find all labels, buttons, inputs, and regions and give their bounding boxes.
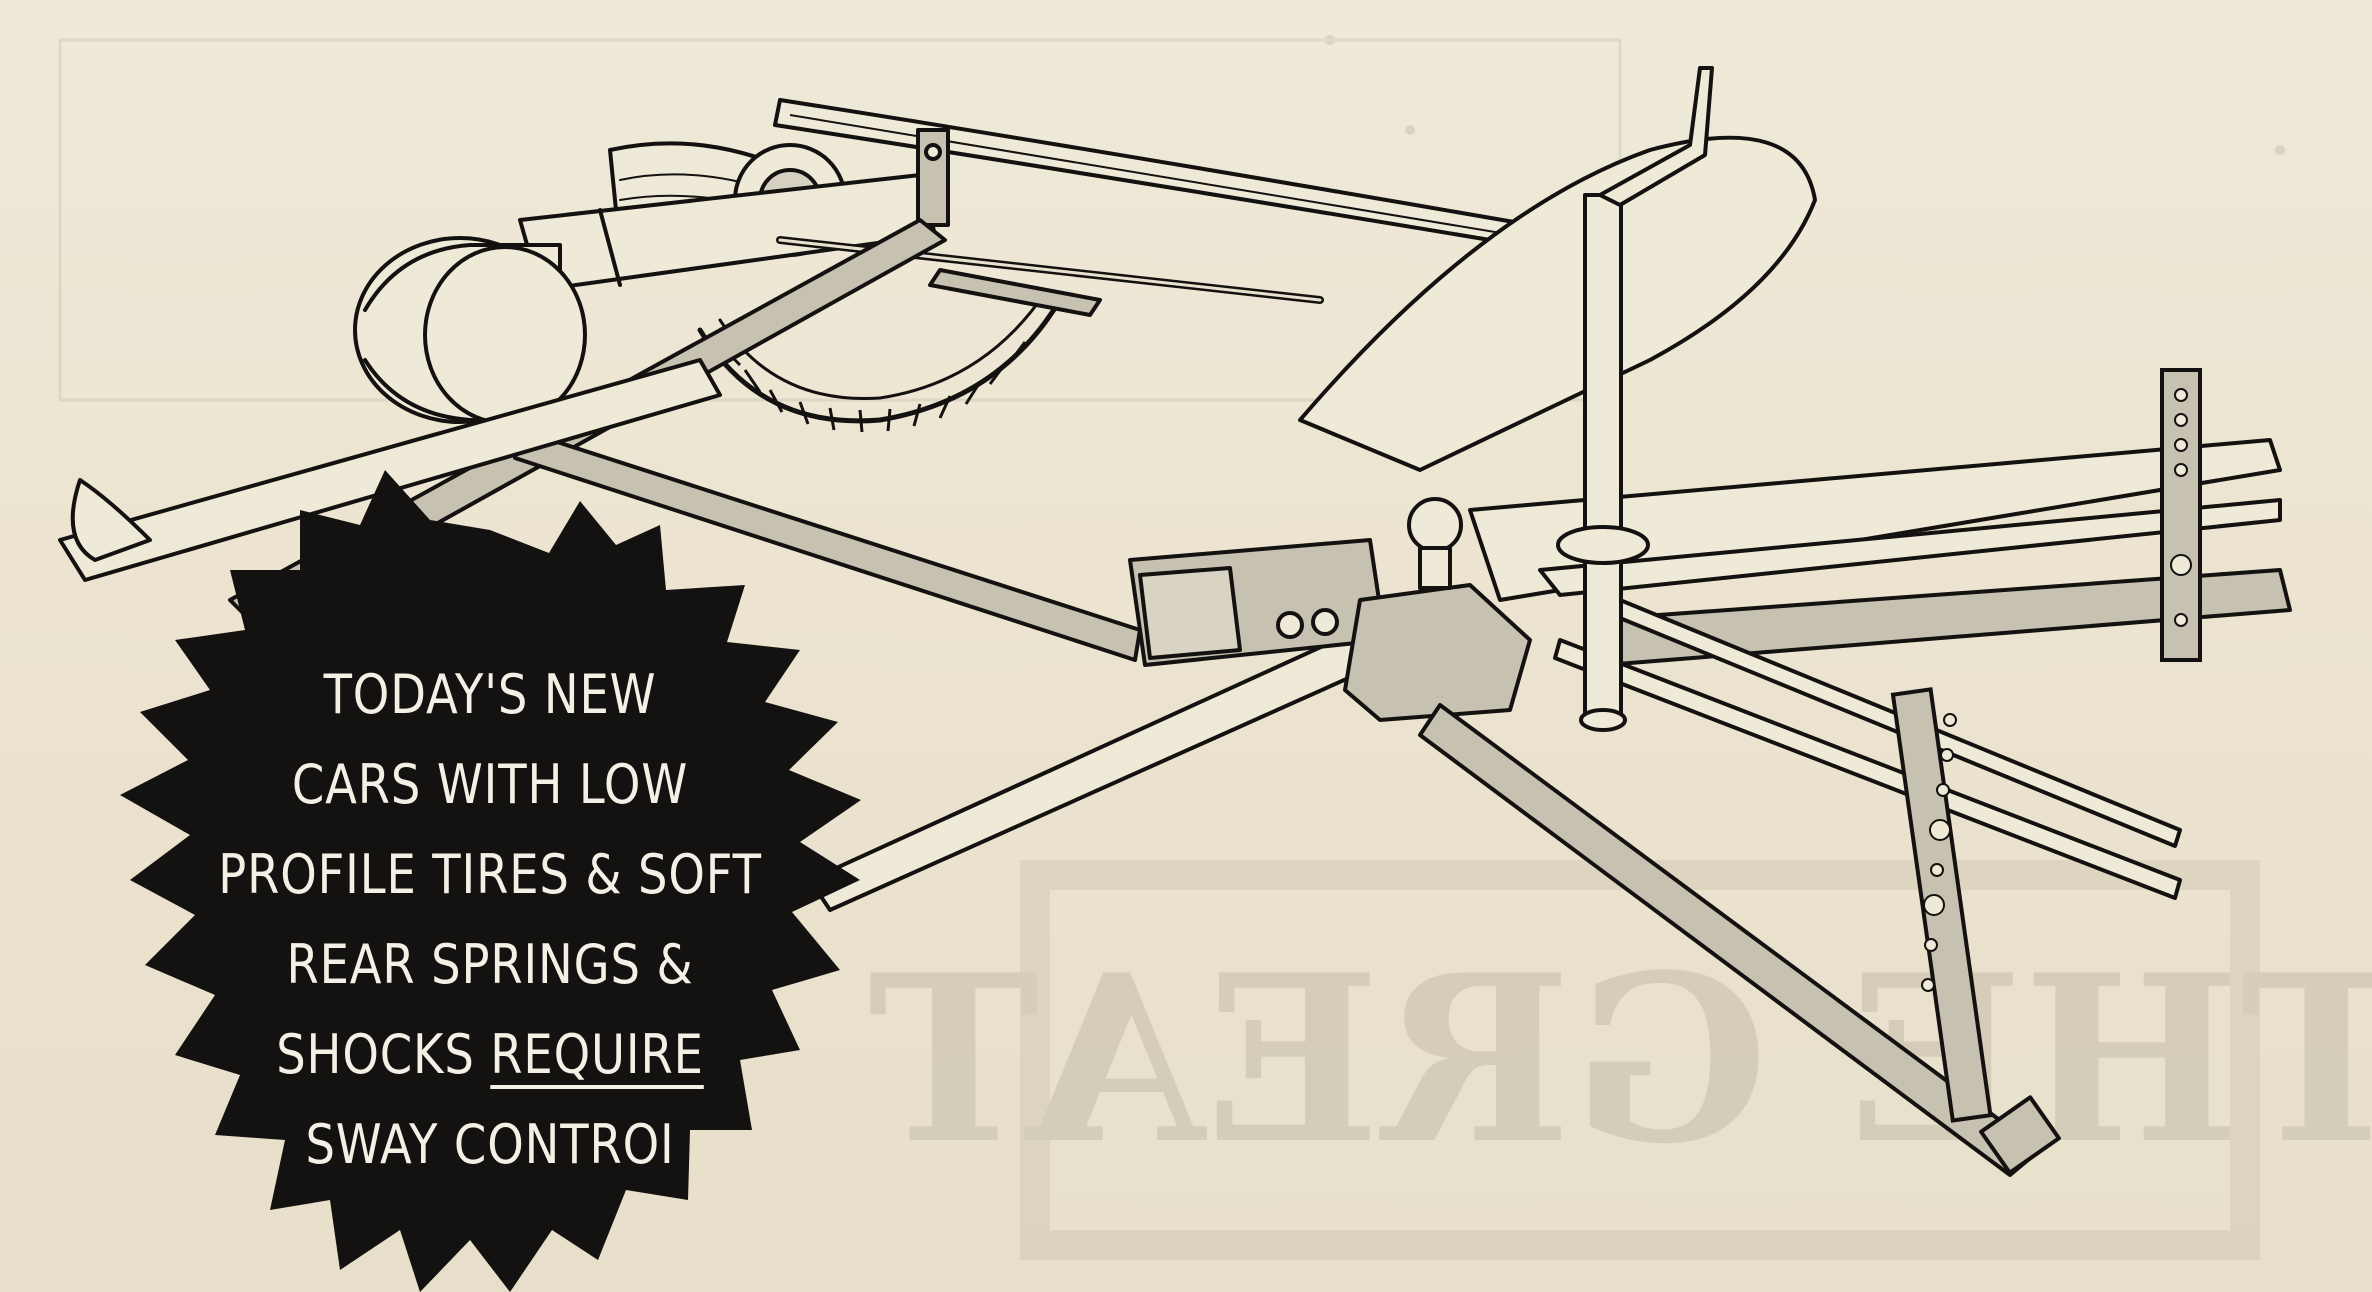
rear-axle-assembly (353, 141, 1324, 425)
starburst-line-5: SHOCKS REQUIRE (206, 1010, 774, 1100)
show-through-print: THE GREAT (58, 35, 2372, 1260)
starburst-line-1: TODAY'S NEW (323, 663, 657, 726)
starburst-text: TODAY'S NEW CARS WITH LOW PROFILE TIRES … (206, 650, 774, 1190)
starburst-line-3: PROFILE TIRES & SOFT (218, 843, 762, 906)
starburst-line-6: SWAY CONTROI (305, 1113, 675, 1176)
starburst-line-5-emphasis: REQUIRE (490, 1023, 704, 1086)
starburst-seal (120, 470, 861, 1292)
trailer-tongue (1418, 438, 2292, 1177)
tire-tread (718, 341, 1027, 433)
show-through-large-text: THE GREAT (868, 925, 2372, 1195)
starburst-line-4: REAR SPRINGS & (286, 933, 694, 996)
starburst-line-2: CARS WITH LOW (291, 753, 689, 816)
starburst-line-5-prefix: SHOCKS (276, 1023, 491, 1086)
tongue-jack (1556, 66, 1714, 732)
hitch-receiver (808, 497, 1532, 912)
bracket-holes (1921, 388, 2192, 992)
